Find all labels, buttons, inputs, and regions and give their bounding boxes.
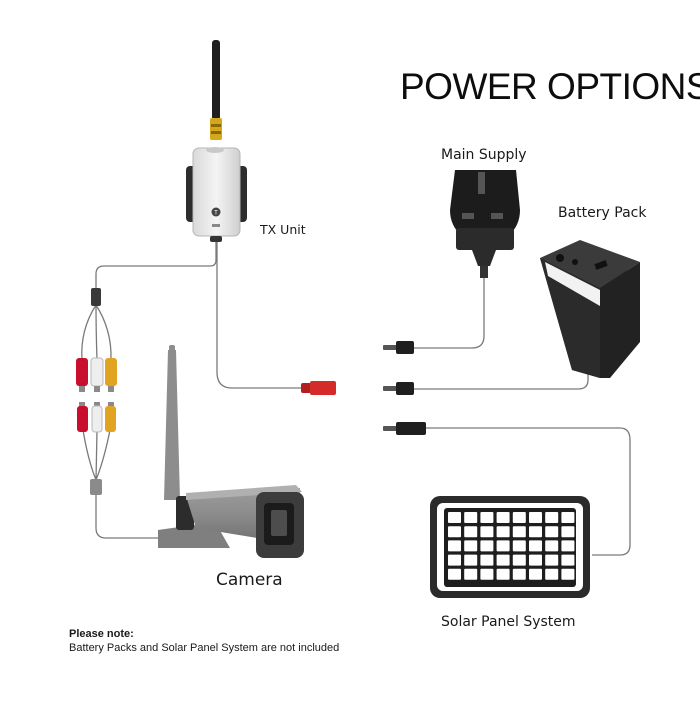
battery-cable — [414, 368, 589, 390]
solar-cell — [464, 512, 478, 523]
solar-cell — [529, 526, 542, 538]
cables — [81, 240, 631, 556]
solar-cell — [496, 512, 510, 523]
camera-icon — [158, 345, 304, 558]
main-supply-dc-plug — [383, 341, 414, 354]
solar-cell — [561, 554, 575, 566]
uk-plug-icon — [450, 170, 520, 278]
solar-cell — [545, 554, 559, 566]
solar-cell — [464, 540, 478, 552]
page-title: POWER OPTIONS — [400, 66, 700, 107]
dc-jack-icon — [301, 381, 336, 395]
solar-panel-label: Solar Panel System — [441, 614, 576, 630]
solar-cell — [561, 526, 575, 538]
solar-cell — [561, 512, 575, 523]
splitter-lower-fan — [82, 429, 111, 481]
tx-to-splitter-cable — [95, 240, 217, 290]
rca-connector-icon — [76, 288, 117, 495]
solar-cell — [545, 512, 559, 523]
tx-unit-label: TX Unit — [260, 222, 306, 237]
solar-cell — [529, 512, 542, 523]
svg-text:T: T — [213, 210, 218, 217]
solar-cell — [448, 526, 461, 538]
battery-dc-plug — [383, 382, 414, 395]
solar-cell — [512, 512, 526, 523]
solar-cell — [496, 554, 510, 566]
solar-cell — [529, 540, 542, 552]
solar-cell — [448, 554, 461, 566]
solar-cell — [561, 568, 575, 580]
antenna-icon — [212, 40, 220, 120]
solar-cell — [561, 540, 575, 552]
solar-cell — [512, 568, 526, 580]
solar-cell — [512, 554, 526, 566]
main-supply-cable — [414, 276, 485, 349]
solar-cell — [480, 568, 494, 580]
dc-plugs — [383, 341, 426, 435]
solar-cells — [448, 512, 575, 580]
solar-cell — [464, 526, 478, 538]
solar-cell — [496, 526, 510, 538]
camera-label: Camera — [216, 570, 283, 590]
solar-cell — [529, 554, 542, 566]
solar-cell — [496, 540, 510, 552]
splitter-upper-fan — [81, 304, 112, 361]
note-text: Battery Packs and Solar Panel System are… — [69, 642, 340, 654]
solar-cell — [545, 568, 559, 580]
solar-cell — [464, 568, 478, 580]
main-supply-label: Main Supply — [441, 147, 527, 163]
solar-cell — [480, 554, 494, 566]
solar-cell — [512, 526, 526, 538]
solar-cell — [512, 540, 526, 552]
splitter-to-camera-cable — [95, 494, 158, 539]
tx-to-dc-cable — [216, 240, 303, 389]
solar-cell — [529, 568, 542, 580]
solar-cell — [464, 554, 478, 566]
tx-unit-icon: T — [186, 40, 247, 242]
note-heading: Please note: — [69, 628, 134, 640]
solar-cell — [480, 512, 494, 523]
solar-dc-plug — [383, 422, 426, 435]
solar-cell — [480, 540, 494, 552]
solar-cell — [545, 540, 559, 552]
solar-cell — [448, 540, 461, 552]
solar-cell — [448, 512, 461, 523]
battery-pack-label: Battery Pack — [558, 205, 647, 221]
solar-panel-icon — [430, 496, 590, 598]
solar-cell — [480, 526, 494, 538]
solar-cell — [545, 526, 559, 538]
solar-cable — [426, 427, 631, 556]
solar-cell — [448, 568, 461, 580]
solar-cell — [496, 568, 510, 580]
battery-pack-icon — [540, 240, 640, 378]
